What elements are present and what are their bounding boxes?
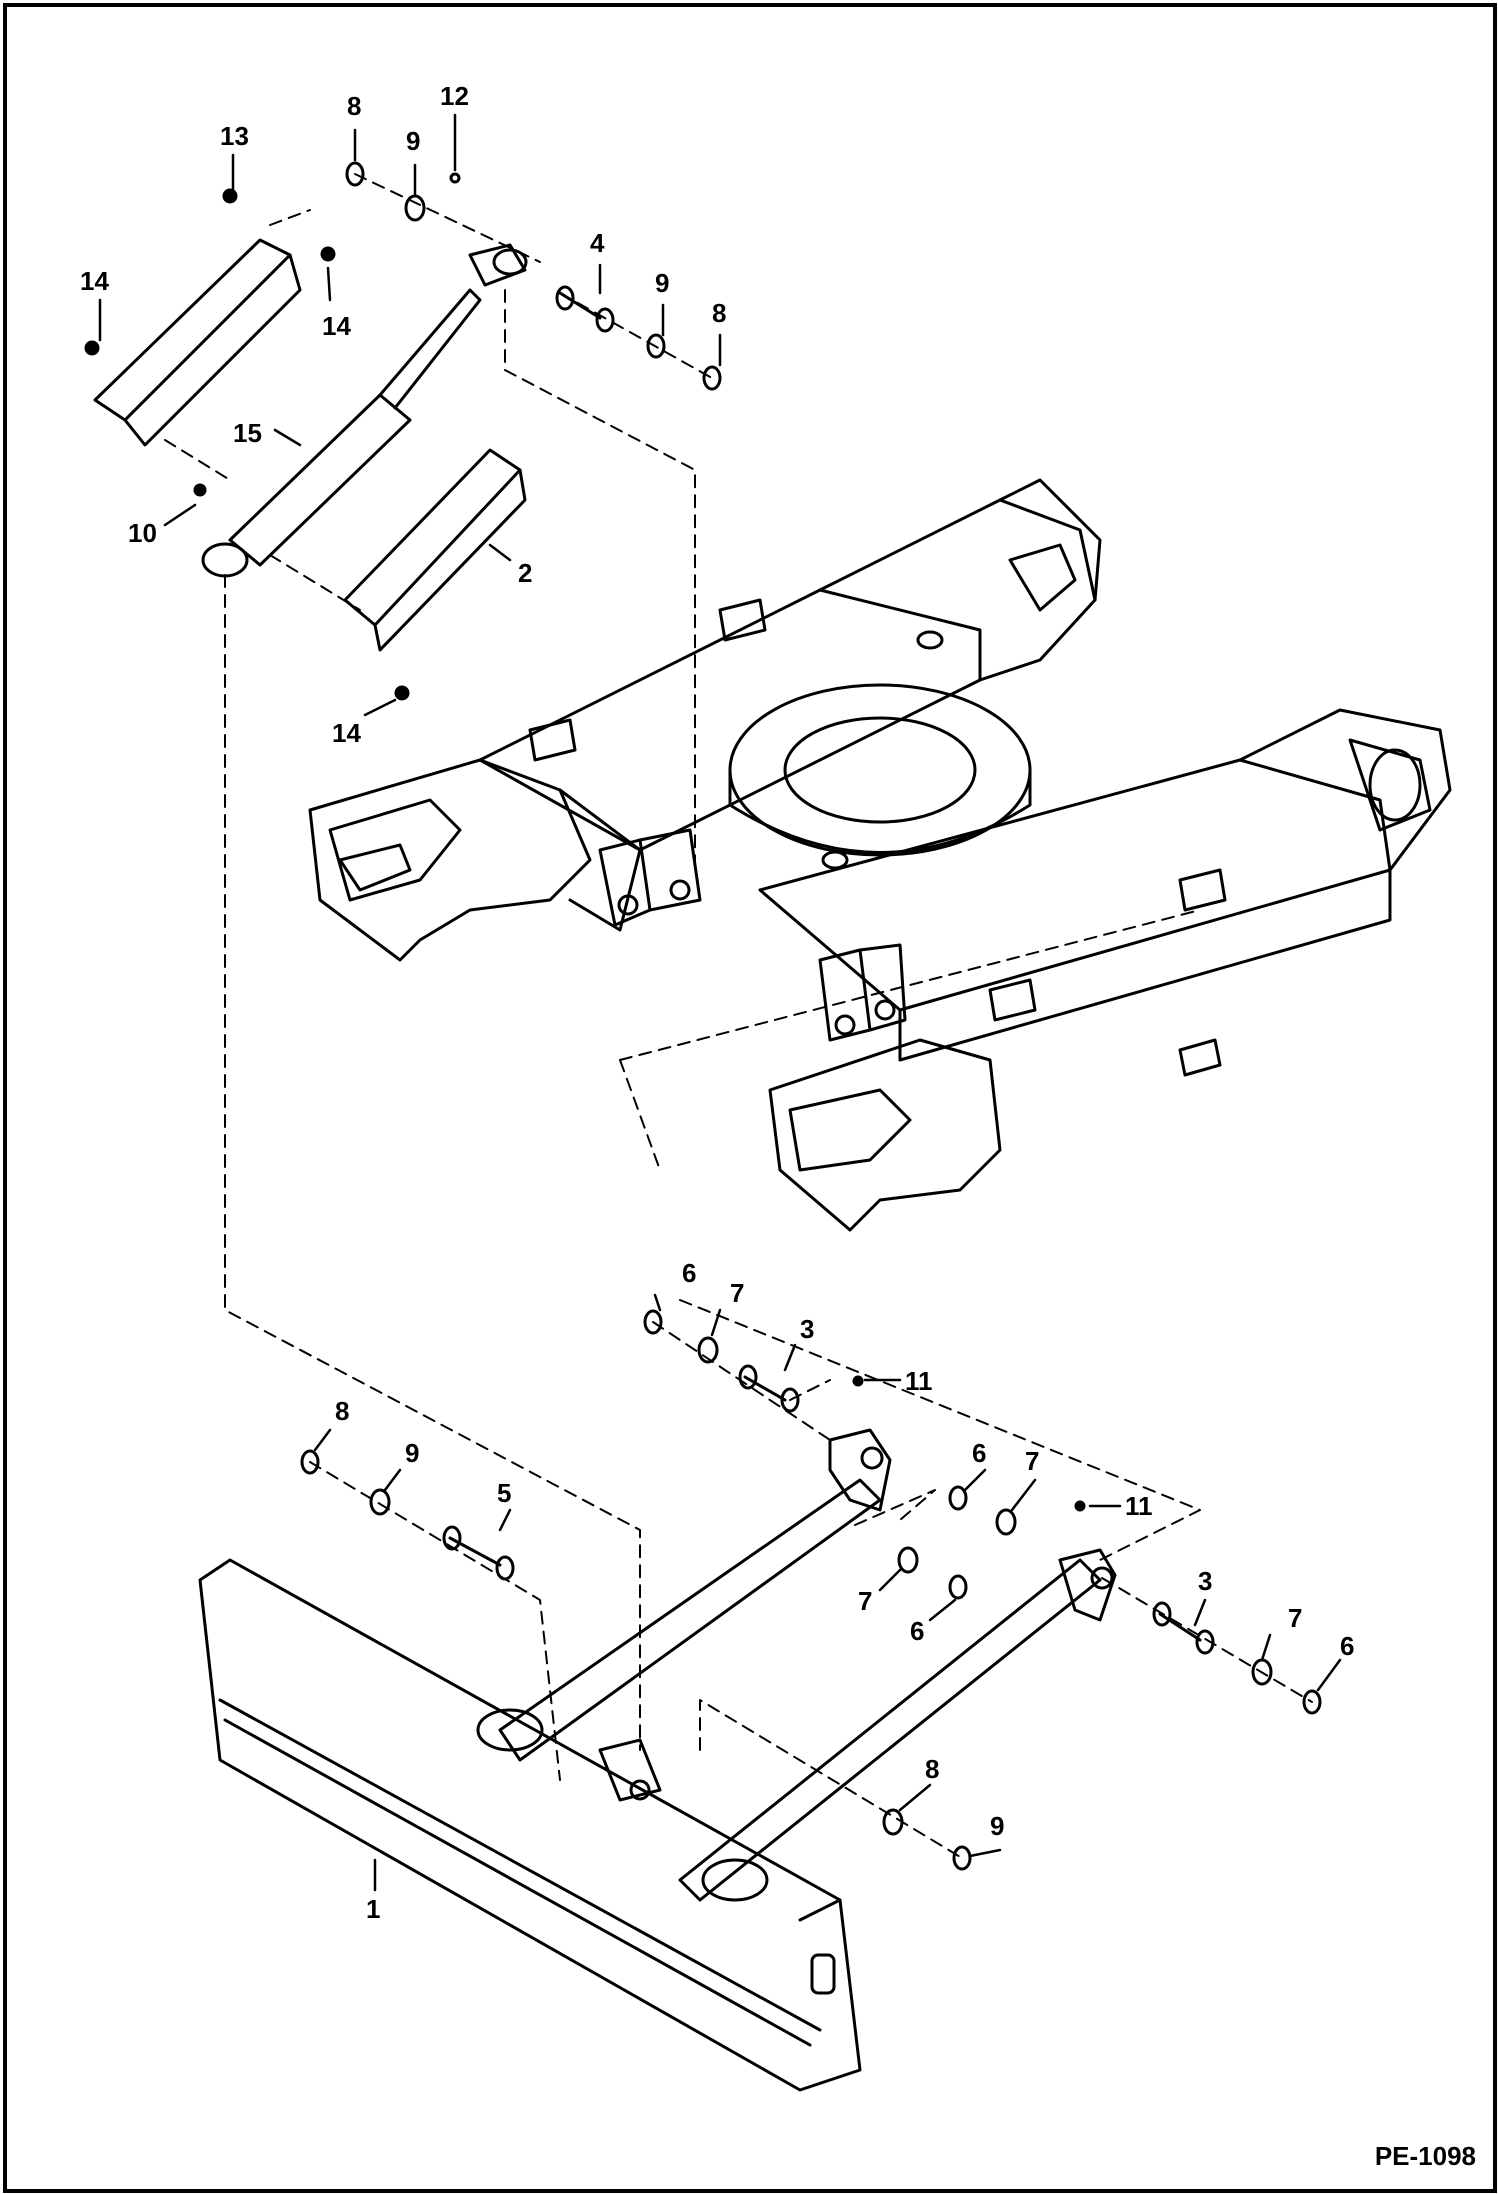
callout-7: 7 xyxy=(1025,1446,1039,1476)
callout-3: 3 xyxy=(1198,1566,1212,1596)
callout-9: 9 xyxy=(990,1811,1004,1841)
callout-7: 7 xyxy=(1288,1603,1302,1633)
figure-code: PE-1098 xyxy=(1374,2141,1476,2171)
undercarriage-frame xyxy=(308,478,1452,1232)
cylinder-guard-top xyxy=(93,238,302,447)
callout-12: 12 xyxy=(440,81,469,111)
callout-9: 9 xyxy=(655,268,669,298)
hardware-parts xyxy=(84,161,1322,1871)
callout-6: 6 xyxy=(910,1616,924,1646)
callout-14: 14 xyxy=(332,718,361,748)
callout-3: 3 xyxy=(800,1314,814,1344)
callout-7: 7 xyxy=(858,1586,872,1616)
assembly-guide-lines xyxy=(164,173,1313,1859)
callout-2: 2 xyxy=(518,558,532,588)
callout-14: 14 xyxy=(322,311,351,341)
callout-6: 6 xyxy=(682,1258,696,1288)
callout-labels: 13 8 9 12 14 14 4 9 8 15 10 2 14 6 7 3 1… xyxy=(80,81,1354,1924)
cylinder-guard-bottom xyxy=(343,448,527,652)
callout-8: 8 xyxy=(925,1754,939,1784)
dozer-blade-assembly xyxy=(198,1428,1117,2092)
callout-9: 9 xyxy=(406,126,420,156)
callout-11: 11 xyxy=(905,1366,933,1396)
callout-5: 5 xyxy=(497,1478,511,1508)
callout-8: 8 xyxy=(335,1396,349,1426)
callout-6: 6 xyxy=(1340,1631,1354,1661)
callout-15: 15 xyxy=(233,418,262,448)
callout-8: 8 xyxy=(712,298,726,328)
callout-11: 11 xyxy=(1125,1491,1153,1521)
sheet-border xyxy=(3,3,1497,2193)
callout-13: 13 xyxy=(220,121,249,151)
callout-4: 4 xyxy=(590,228,605,258)
leader-lines xyxy=(98,113,1342,1892)
callout-10: 10 xyxy=(128,518,157,548)
callout-8: 8 xyxy=(347,91,361,121)
callout-1: 1 xyxy=(366,1894,380,1924)
callout-6: 6 xyxy=(972,1438,986,1468)
callout-7: 7 xyxy=(730,1278,744,1308)
callout-14: 14 xyxy=(80,266,109,296)
callout-9: 9 xyxy=(405,1438,419,1468)
